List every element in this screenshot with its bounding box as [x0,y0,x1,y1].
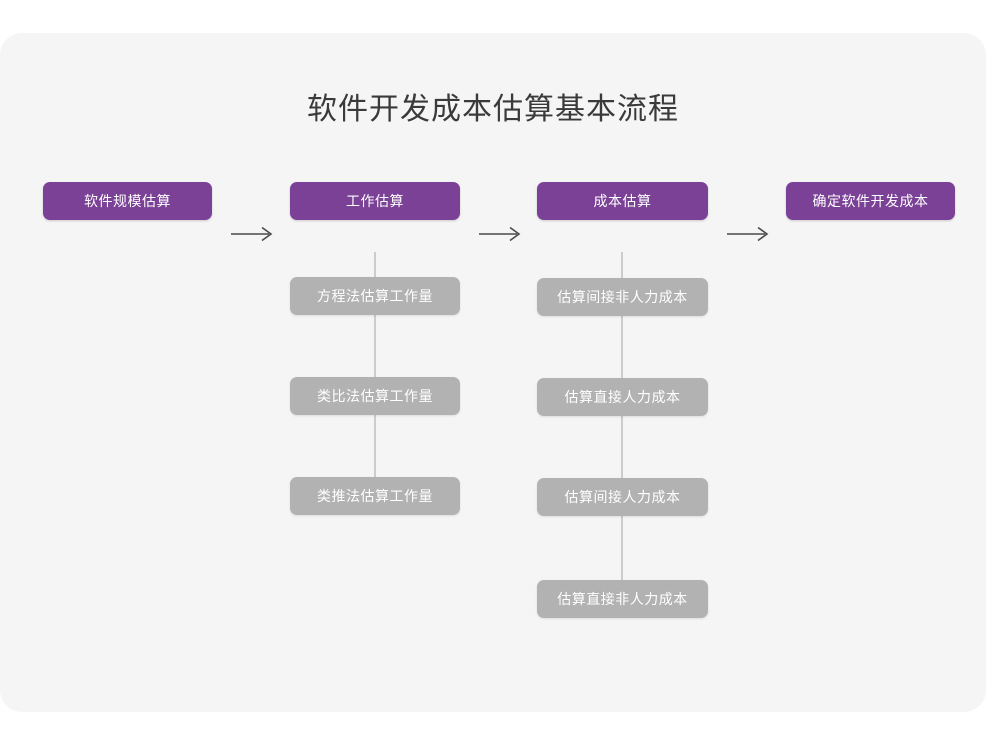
arrow-right-icon [229,225,277,243]
page-title: 软件开发成本估算基本流程 [307,93,679,126]
diagram-card: 软件开发成本估算基本流程 软件规模估算 工作估算 成本估算 确定软件开发成本 [0,33,986,712]
branch-node-label: 估算直接人力成本 [564,389,681,405]
branch-node-label: 估算间接非人力成本 [557,289,688,305]
branch-node-label: 估算间接人力成本 [564,489,681,505]
arrow-right-icon [725,225,773,243]
branch-node-direct-labor-cost[interactable]: 估算直接人力成本 [537,378,708,416]
branch-node-direct-nonlabor-cost[interactable]: 估算直接非人力成本 [537,580,708,618]
flow-node-cost-estimation[interactable]: 成本估算 [537,182,708,220]
flow-node-determine-development-cost[interactable]: 确定软件开发成本 [786,182,955,220]
branch-node-indirect-nonlabor-cost[interactable]: 估算间接非人力成本 [537,278,708,316]
branch-node-label: 类推法估算工作量 [317,488,433,504]
flow-node-software-scale-estimation[interactable]: 软件规模估算 [43,182,212,220]
branch-node-equation-method-effort[interactable]: 方程法估算工作量 [290,277,460,315]
flow-node-work-estimation[interactable]: 工作估算 [290,182,460,220]
flow-node-label: 成本估算 [593,193,652,209]
branch-node-label: 方程法估算工作量 [317,288,433,304]
branch-node-analogy-method-effort[interactable]: 类比法估算工作量 [290,377,460,415]
branch-node-inference-method-effort[interactable]: 类推法估算工作量 [290,477,460,515]
branch-node-label: 类比法估算工作量 [317,388,433,404]
flow-node-label: 工作估算 [346,193,404,209]
connector-line-cost-estimation [621,252,623,613]
flow-node-label: 确定软件开发成本 [812,193,929,209]
arrow-right-icon [477,225,525,243]
branch-node-label: 估算直接非人力成本 [557,591,688,607]
branch-node-indirect-labor-cost[interactable]: 估算间接人力成本 [537,478,708,516]
flow-node-label: 软件规模估算 [84,193,171,209]
